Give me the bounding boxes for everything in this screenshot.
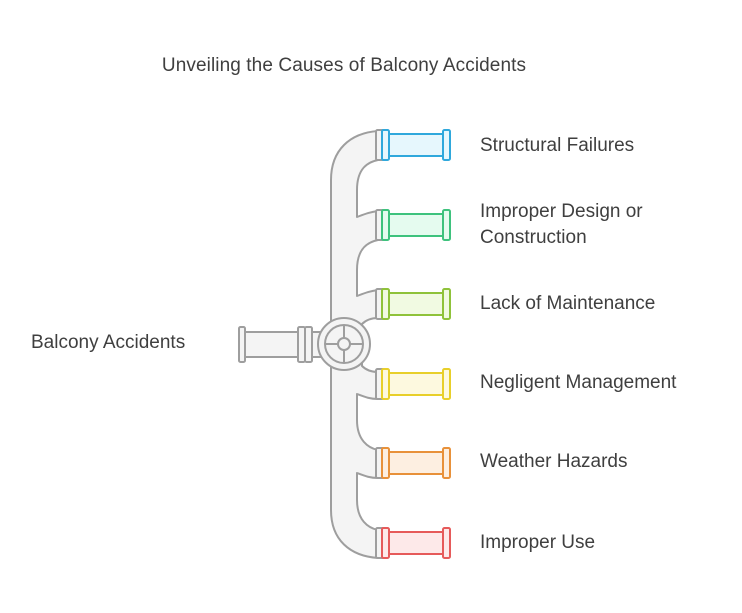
branch-coupling-structural-failures bbox=[381, 129, 390, 161]
branch-cap-structural-failures bbox=[442, 129, 451, 161]
branch-label-improper-use: Improper Use bbox=[480, 532, 596, 553]
input-pipe-coupling-b bbox=[304, 326, 313, 363]
branch-pipe-negligent-management bbox=[387, 372, 445, 396]
branch-coupling-weather-hazards bbox=[381, 447, 390, 479]
branch-coupling-improper-use bbox=[381, 527, 390, 559]
branch-coupling-lack-of-maintenance bbox=[381, 288, 390, 320]
branch-coupling-improper-design-or-construction bbox=[381, 209, 390, 241]
branch-label-lack-of-maintenance: Lack of Maintenance bbox=[480, 293, 656, 314]
input-pipe-coupling-a bbox=[297, 326, 306, 363]
diagram-title: Unveiling the Causes of Balcony Accident… bbox=[0, 55, 742, 77]
branch-pipe-structural-failures bbox=[387, 133, 445, 157]
branch-cap-improper-design-or-construction bbox=[442, 209, 451, 241]
branch-pipe-improper-use bbox=[387, 531, 445, 555]
branch-label-structural-failures: Structural Failures bbox=[480, 135, 635, 156]
branch-cap-lack-of-maintenance bbox=[442, 288, 451, 320]
input-pipe-cap bbox=[238, 326, 246, 363]
input-pipe bbox=[243, 331, 301, 358]
valve-wheel-icon bbox=[317, 317, 371, 371]
branch-label-negligent-management: Negligent Management bbox=[480, 372, 677, 393]
branch-coupling-negligent-management bbox=[381, 368, 390, 400]
branch-label-improper-design: Improper Design or Construction bbox=[480, 201, 643, 248]
diagram-title-text: Unveiling the Causes of Balcony Accident… bbox=[161, 55, 527, 76]
branch-pipe-weather-hazards bbox=[387, 451, 445, 475]
branch-label-weather-hazards: Weather Hazards bbox=[480, 451, 628, 472]
root-label: Balcony Accidents bbox=[31, 332, 186, 353]
branch-cap-negligent-management bbox=[442, 368, 451, 400]
branch-pipe-improper-design-or-construction bbox=[387, 213, 445, 237]
branch-cap-improper-use bbox=[442, 527, 451, 559]
branch-pipe-lack-of-maintenance bbox=[387, 292, 445, 316]
branch-cap-weather-hazards bbox=[442, 447, 451, 479]
